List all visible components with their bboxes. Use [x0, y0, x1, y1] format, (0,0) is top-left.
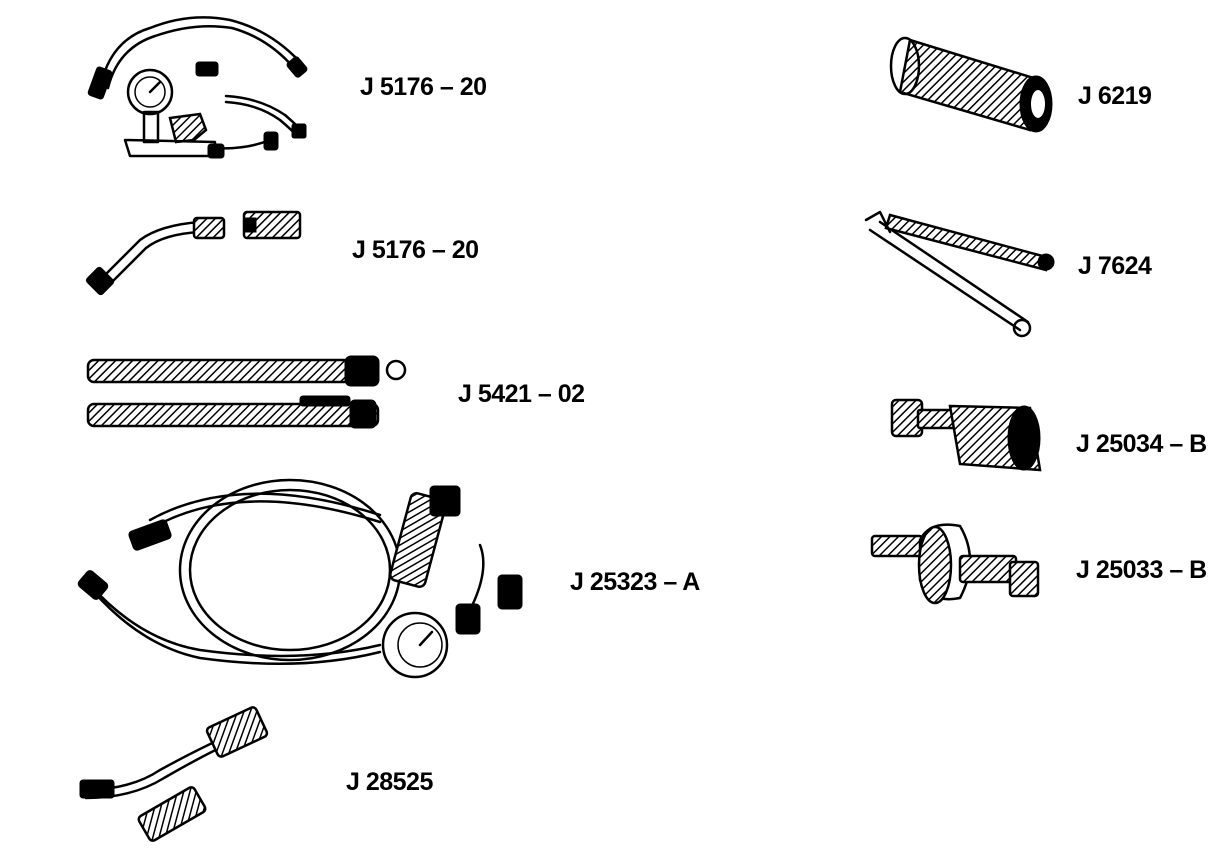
- pressure-gauge-hose-assembly-drawing: [77, 478, 523, 679]
- fuel-pressure-adapter-drawing: [870, 523, 1040, 605]
- tool-label-j5176-adapter: J 5176 – 20: [352, 236, 479, 264]
- tool-label-j25034: J 25034 – B: [1076, 430, 1207, 458]
- cylindrical-socket-drawing: [889, 36, 1053, 133]
- tool-label-j25033: J 25033 – B: [1076, 556, 1207, 584]
- tool-label-j7624: J 7624: [1078, 252, 1152, 280]
- tool-label-j28525: J 28525: [346, 768, 433, 796]
- tool-label-j25323: J 25323 – A: [570, 568, 700, 596]
- spanner-wrench-drawing: [864, 210, 1055, 338]
- adapter-fitting-drawing: [85, 210, 302, 296]
- fuel-pressure-gauge-set-drawing: [87, 16, 308, 159]
- tool-label-j5176-gauge: J 5176 – 20: [360, 73, 487, 101]
- thermometer-set-drawing: [86, 355, 407, 429]
- fuel-fitting-adapter-drawing: [890, 398, 1042, 472]
- tool-label-j5421: J 5421 – 02: [458, 380, 585, 408]
- tool-label-j6219: J 6219: [1078, 82, 1152, 110]
- hose-adapter-drawing: [79, 706, 269, 842]
